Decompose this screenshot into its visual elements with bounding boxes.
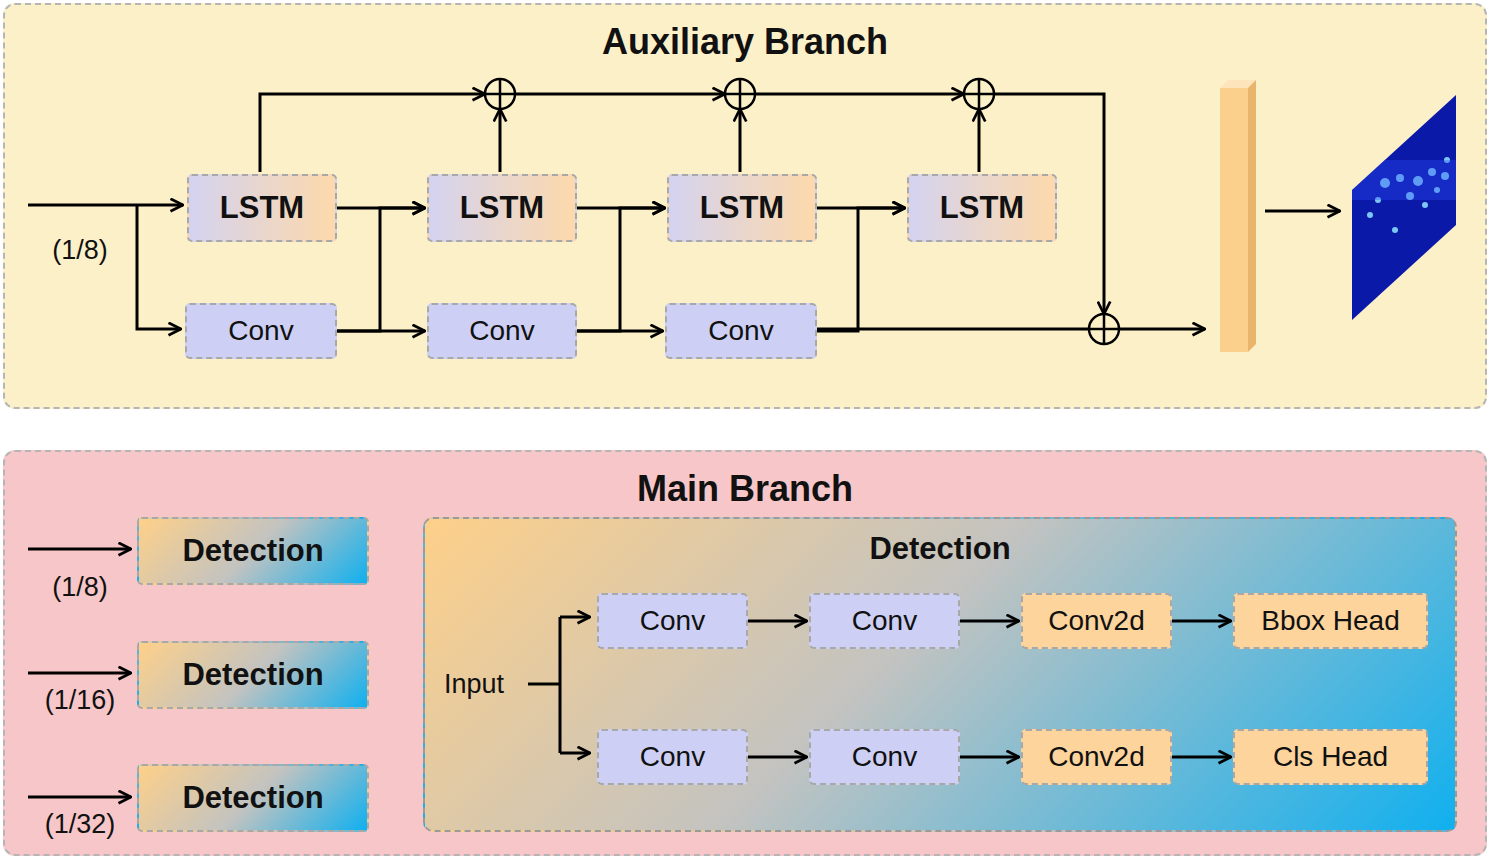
heatmap-band [1352,160,1456,200]
scale-label: (1/8) [52,235,108,266]
sum-symbol [485,79,515,109]
scale-wire [28,672,131,675]
split-wire [560,752,590,755]
connectors [337,208,1231,757]
conv-box: Conv [665,303,817,359]
conv-box: Conv [597,593,748,649]
box-label: Detection [182,533,323,569]
group-title: Main Branch [5,452,1485,510]
conv-box: Conv [427,303,577,359]
box-label: Conv [852,605,917,637]
connector-arrow [817,208,905,331]
sum-symbol [725,79,755,109]
box-label: Conv [228,315,293,347]
box-label: Conv [640,605,705,637]
sum-symbol [964,79,994,109]
box-label: Conv [469,315,534,347]
box-label: Conv2d [1048,605,1145,637]
box-label: Conv [852,741,917,773]
box-label: LSTM [460,190,544,226]
conv-box: Conv [809,593,960,649]
heatmap-spot [1422,202,1428,208]
connector-arrow [748,756,807,759]
connector-arrow [960,620,1019,623]
box-label: Conv2d [1048,741,1145,773]
conv-box: Conv [597,729,748,785]
box-label: Cls Head [1273,741,1388,773]
scale-label: (1/8) [52,572,108,603]
input-branch-wire [137,205,181,329]
scale-label: (1/16) [45,685,116,716]
box-label: Conv [640,741,705,773]
sum-wire [994,94,1104,314]
connector-arrow [1172,620,1231,623]
heatmap-image [1352,95,1456,320]
connector-arrow [1172,756,1231,759]
detection-box: Detection [137,641,369,709]
detection-box: Detection [137,764,369,832]
box-label: LSTM [220,190,304,226]
conv-box: Conv [185,303,337,359]
split-wire [528,617,560,753]
main-panel: Main BranchDetectionDetectionDetectionDe… [3,450,1487,856]
feature-bar [1220,80,1256,352]
lstm-out-wire [739,109,742,172]
input-label: Input [444,669,504,700]
conv-box: Conv [809,729,960,785]
connector-arrow [748,620,807,623]
connector-arrow [577,208,665,331]
fuse-out-wire [1119,328,1205,331]
lstm-box: LSTM [427,174,577,242]
box-label: Bbox Head [1261,605,1400,637]
layout-wires [28,94,1340,797]
lstm-out-wire [978,109,981,172]
lstm-out-wire [499,109,502,172]
box-label: LSTM [940,190,1024,226]
box-label: LSTM [700,190,784,226]
group-title: Auxiliary Branch [5,5,1485,63]
conv2d-box: Conv2d [1021,593,1172,649]
sum-wire [515,93,725,96]
group-title: Detection [425,519,1455,567]
input-wire [28,204,183,207]
split-wire [560,616,590,619]
scale-wire [28,796,131,799]
connector-arrow [960,756,1019,759]
head-out-wire [1265,210,1340,213]
head-box: Bbox Head [1233,593,1428,649]
sum-symbols [485,79,1119,344]
connector-arrow [337,208,425,331]
sum-symbol [1089,314,1119,344]
box-label: Detection [182,780,323,816]
skip-wire [260,94,485,172]
box-label: Conv [708,315,773,347]
lstm-box: LSTM [907,174,1057,242]
head-box: Cls Head [1233,729,1428,785]
detection-box: Detection [137,517,369,585]
scale-label: (1/32) [45,809,116,840]
conv2d-box: Conv2d [1021,729,1172,785]
heatmap-spot [1367,212,1373,218]
heatmap-spot [1392,227,1398,233]
scale-wire [28,548,131,551]
lstm-box: LSTM [187,174,337,242]
lstm-box: LSTM [667,174,817,242]
detection-detail: DetectionConvConvConv2dBbox HeadConvConv… [423,517,1457,832]
box-label: Detection [182,657,323,693]
auxiliary-panel: Auxiliary BranchLSTM LSTM LSTM LSTM Conv Conv… [3,3,1487,409]
sum-wire [755,93,964,96]
